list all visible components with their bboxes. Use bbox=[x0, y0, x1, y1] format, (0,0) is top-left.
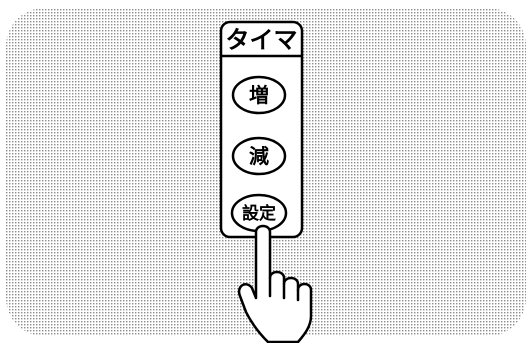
increase-button-outline[interactable] bbox=[231, 75, 287, 115]
pointing-hand-outline bbox=[237, 224, 313, 343]
increase-button-label: 増 bbox=[249, 83, 269, 107]
decrease-button-outline[interactable] bbox=[231, 136, 287, 176]
set-button-label: 設定 bbox=[242, 203, 276, 224]
timer-panel-title: タイマ bbox=[226, 26, 298, 54]
pointing-hand-icon bbox=[237, 224, 313, 343]
decrease-button[interactable]: 減 bbox=[231, 136, 287, 176]
timer-panel: タイマ 増 減 設定 bbox=[219, 20, 304, 239]
increase-button[interactable]: 増 bbox=[231, 75, 287, 115]
set-button[interactable]: 設定 bbox=[230, 193, 288, 233]
decrease-button-label: 減 bbox=[249, 144, 269, 168]
